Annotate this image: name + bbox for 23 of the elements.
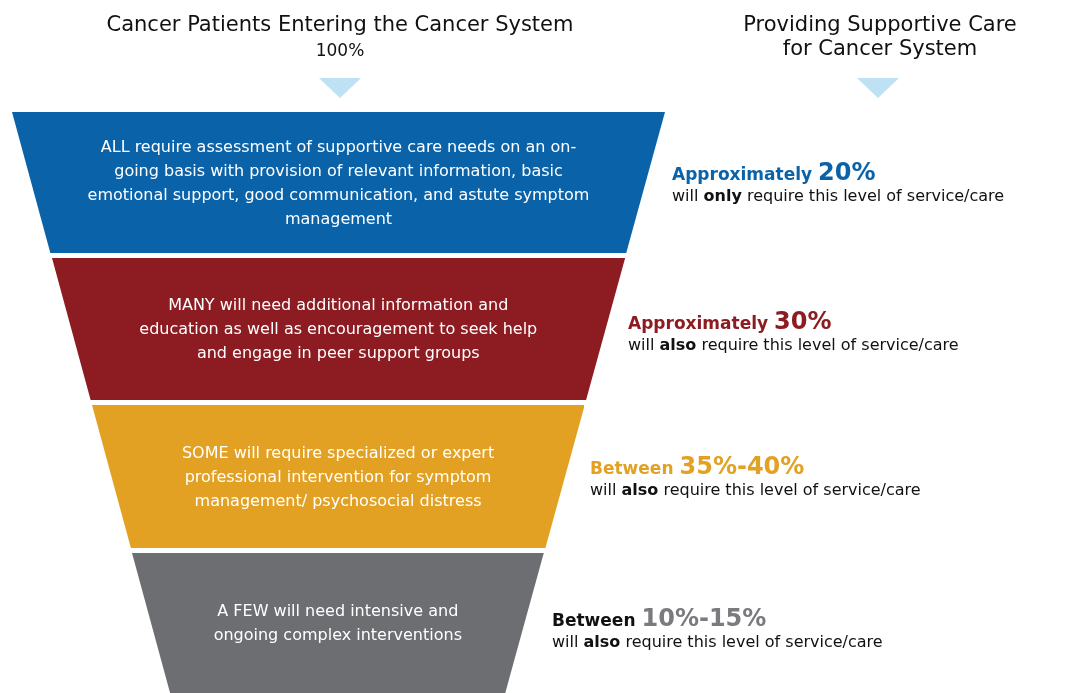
- level-label: Approximately: [672, 164, 813, 184]
- level-label: Approximately: [628, 313, 769, 333]
- level-label: Between: [552, 610, 636, 630]
- level-description: will only require this level of service/care: [672, 186, 1005, 205]
- level-description: will also require this level of service/care: [552, 632, 883, 651]
- column-heading: Cancer Patients Entering the Cancer System: [105, 12, 575, 36]
- band-text: SOME will require specialized or expert professional intervention for symptom management/ psychosocial distress: [180, 441, 496, 512]
- level-description: will also require this level of service/care: [590, 480, 921, 499]
- percentage-value: 35%-40%: [679, 452, 805, 480]
- funnel-band: [91, 405, 585, 548]
- level-description: will also require this level of service/care: [628, 335, 959, 354]
- level-label: Between: [590, 458, 674, 478]
- percentage-value: 10%-15%: [641, 604, 767, 632]
- percentage-label: 100%: [314, 40, 366, 60]
- band-text: A FEW will need intensive and ongoing complex interventions: [212, 600, 463, 646]
- percentage-value: 30%: [774, 307, 832, 335]
- percentage-value: 20%: [818, 158, 876, 186]
- band-text: MANY will need additional information and education as well as encouragement to seek help and engage in peer support groups: [138, 294, 539, 364]
- funnel-band: [12, 112, 665, 253]
- funnel-band: [131, 553, 544, 693]
- band-text: ALL require assessment of supportive care needs on an on-going basis with provision of relevant information, basic emotional support, good communication, and astute symptom management: [86, 135, 591, 230]
- funnel-band: [51, 258, 625, 400]
- column-heading: Providing Supportive Care for Cancer System: [742, 12, 1018, 60]
